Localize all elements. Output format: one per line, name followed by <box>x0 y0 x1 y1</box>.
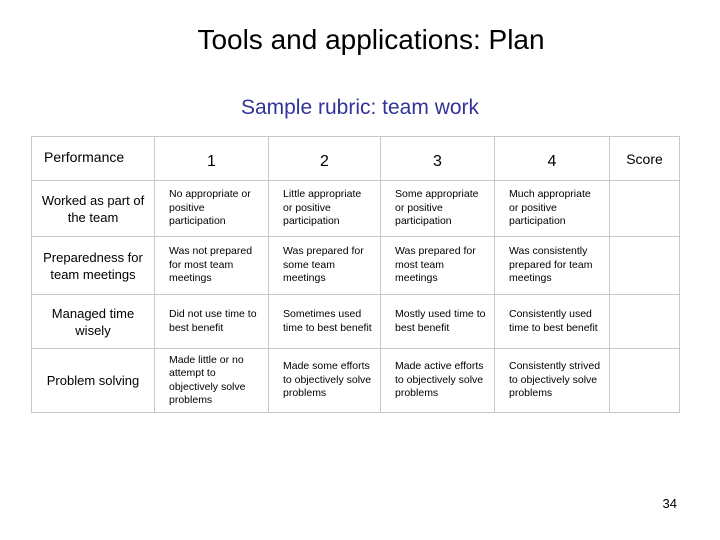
rubric-cell: Was consistently prepared for team meeti… <box>494 236 610 295</box>
page-number: 34 <box>662 496 677 511</box>
score-cell[interactable] <box>609 294 680 349</box>
slide-title: Tools and applications: Plan <box>197 24 545 55</box>
rubric-cell: Was prepared for most team meetings <box>380 236 495 295</box>
table-row: Managed time wisely Did not use time to … <box>31 294 680 349</box>
rubric-cell: Made little or no attempt to objectively… <box>154 348 269 413</box>
rubric-cell: Consistently used time to best benefit <box>494 294 610 349</box>
rubric-cell: Was prepared for some team meetings <box>268 236 381 295</box>
rubric-cell: Little appropriate or positive participa… <box>268 180 381 237</box>
row-label: Preparedness for team meetings <box>31 236 155 295</box>
rubric-cell: Made some efforts to objectively solve p… <box>268 348 381 413</box>
rubric-cell: Sometimes used time to best benefit <box>268 294 381 349</box>
rubric-cell: Did not use time to best benefit <box>154 294 269 349</box>
header-performance: Performance <box>31 136 155 181</box>
rubric-cell: Consistently strived to objectively solv… <box>494 348 610 413</box>
header-level-4: 4 <box>494 136 610 181</box>
rubric-cell: Mostly used time to best benefit <box>380 294 495 349</box>
rubric-cell: Some appropriate or positive participati… <box>380 180 495 237</box>
rubric-cell: Much appropriate or positive participati… <box>494 180 610 237</box>
header-level-1: 1 <box>154 136 269 181</box>
score-cell[interactable] <box>609 180 680 237</box>
slide-subtitle: Sample rubric: team work <box>240 96 480 119</box>
header-row: Performance 1 2 3 4 Score <box>31 136 680 181</box>
rubric-cell: Was not prepared for most team meetings <box>154 236 269 295</box>
rubric-table: Performance 1 2 3 4 Score Worked as part… <box>31 136 680 413</box>
row-label: Managed time wisely <box>31 294 155 349</box>
rubric-cell: Made active efforts to objectively solve… <box>380 348 495 413</box>
header-level-2: 2 <box>268 136 381 181</box>
table-row: Worked as part of the team No appropriat… <box>31 180 680 237</box>
row-label: Worked as part of the team <box>31 180 155 237</box>
table-row: Preparedness for team meetings Was not p… <box>31 236 680 295</box>
rubric-cell: No appropriate or positive participation <box>154 180 269 237</box>
score-cell[interactable] <box>609 236 680 295</box>
table-row: Problem solving Made little or no attemp… <box>31 348 680 413</box>
header-level-3: 3 <box>380 136 495 181</box>
header-score: Score <box>609 136 680 181</box>
score-cell[interactable] <box>609 348 680 413</box>
row-label: Problem solving <box>31 348 155 413</box>
